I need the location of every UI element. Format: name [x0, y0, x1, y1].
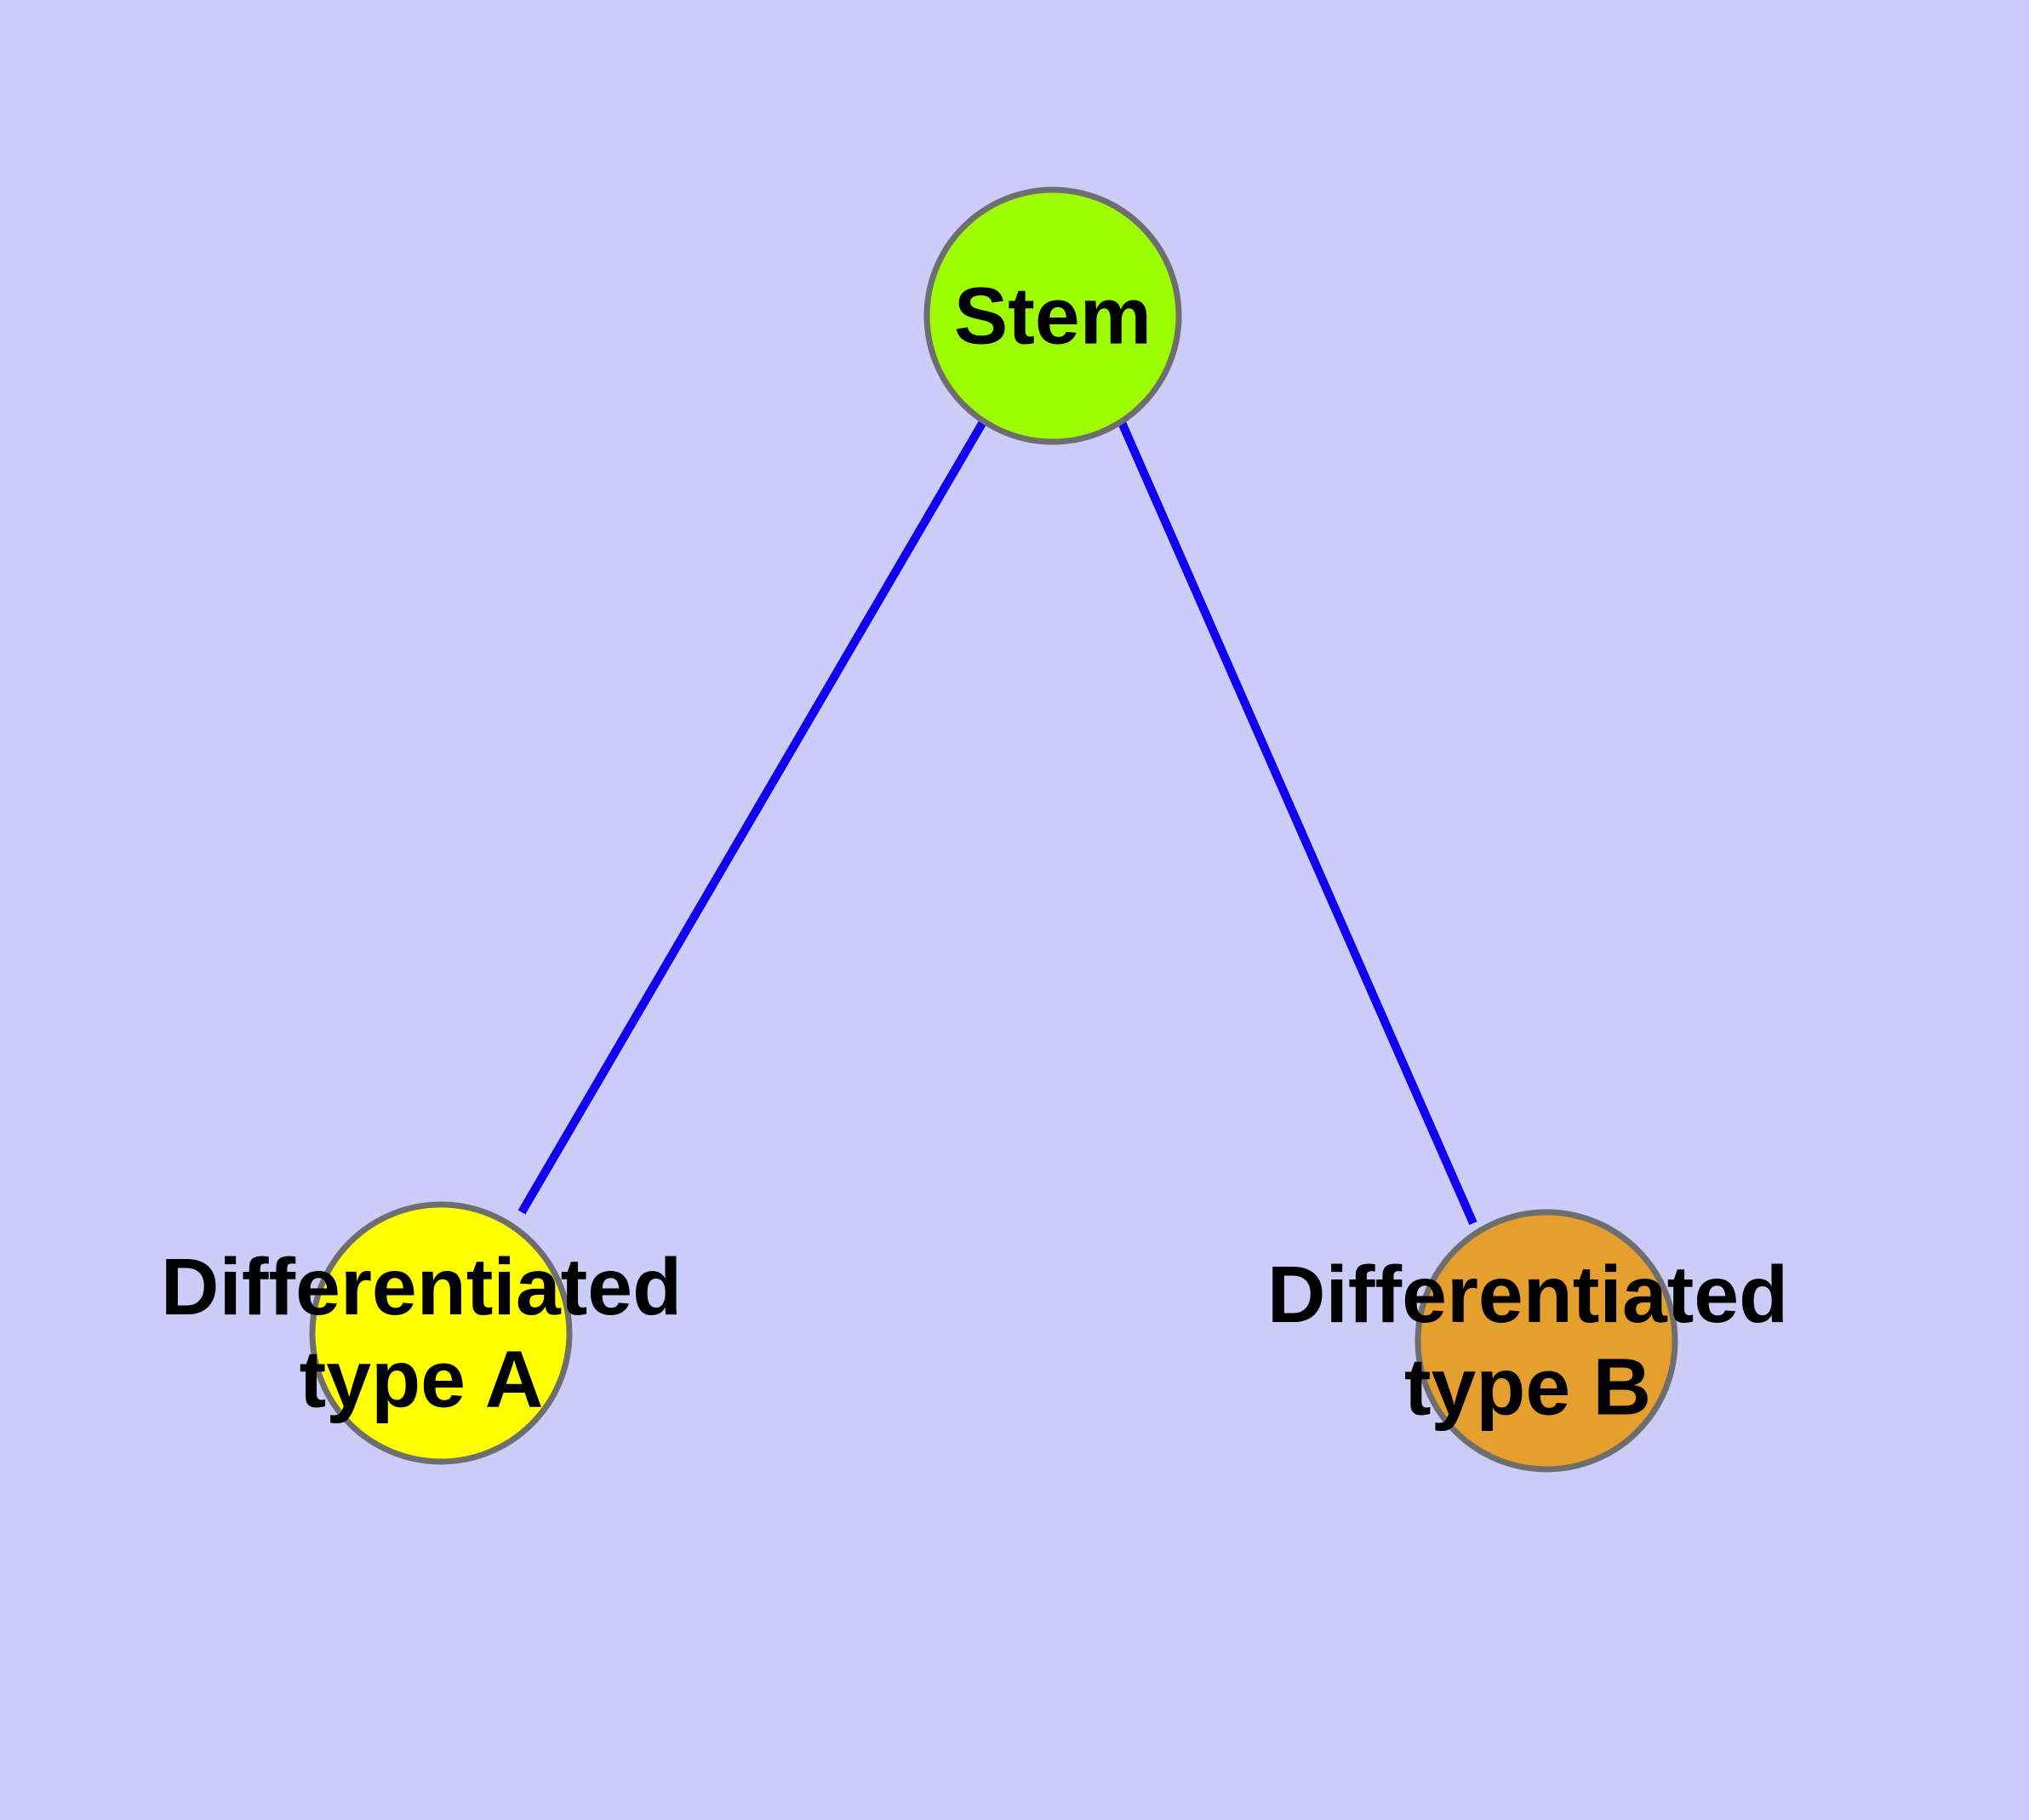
node-stem-label-line: Stem — [954, 271, 1152, 361]
node-differentiated-type-b-circle[interactable] — [1415, 1209, 1678, 1473]
edge-group — [517, 418, 1477, 1226]
edge-stem-to-type-a[interactable] — [517, 418, 988, 1215]
node-differentiated-type-a-circle[interactable] — [309, 1201, 573, 1465]
node-differentiated-type-b-label-line: type B — [1404, 1342, 1651, 1432]
node-stem-label: Stem — [954, 271, 1152, 361]
node-stem[interactable]: Stem — [923, 186, 1182, 445]
node-differentiated-type-b-label-line: Differentiated — [1267, 1250, 1788, 1340]
edge-stem-to-type-b[interactable] — [1117, 418, 1477, 1226]
node-differentiated-type-a-label-line: Differentiated — [161, 1242, 682, 1332]
node-stem-circle[interactable] — [923, 186, 1182, 445]
node-differentiated-type-a-label-line: type A — [300, 1334, 544, 1424]
